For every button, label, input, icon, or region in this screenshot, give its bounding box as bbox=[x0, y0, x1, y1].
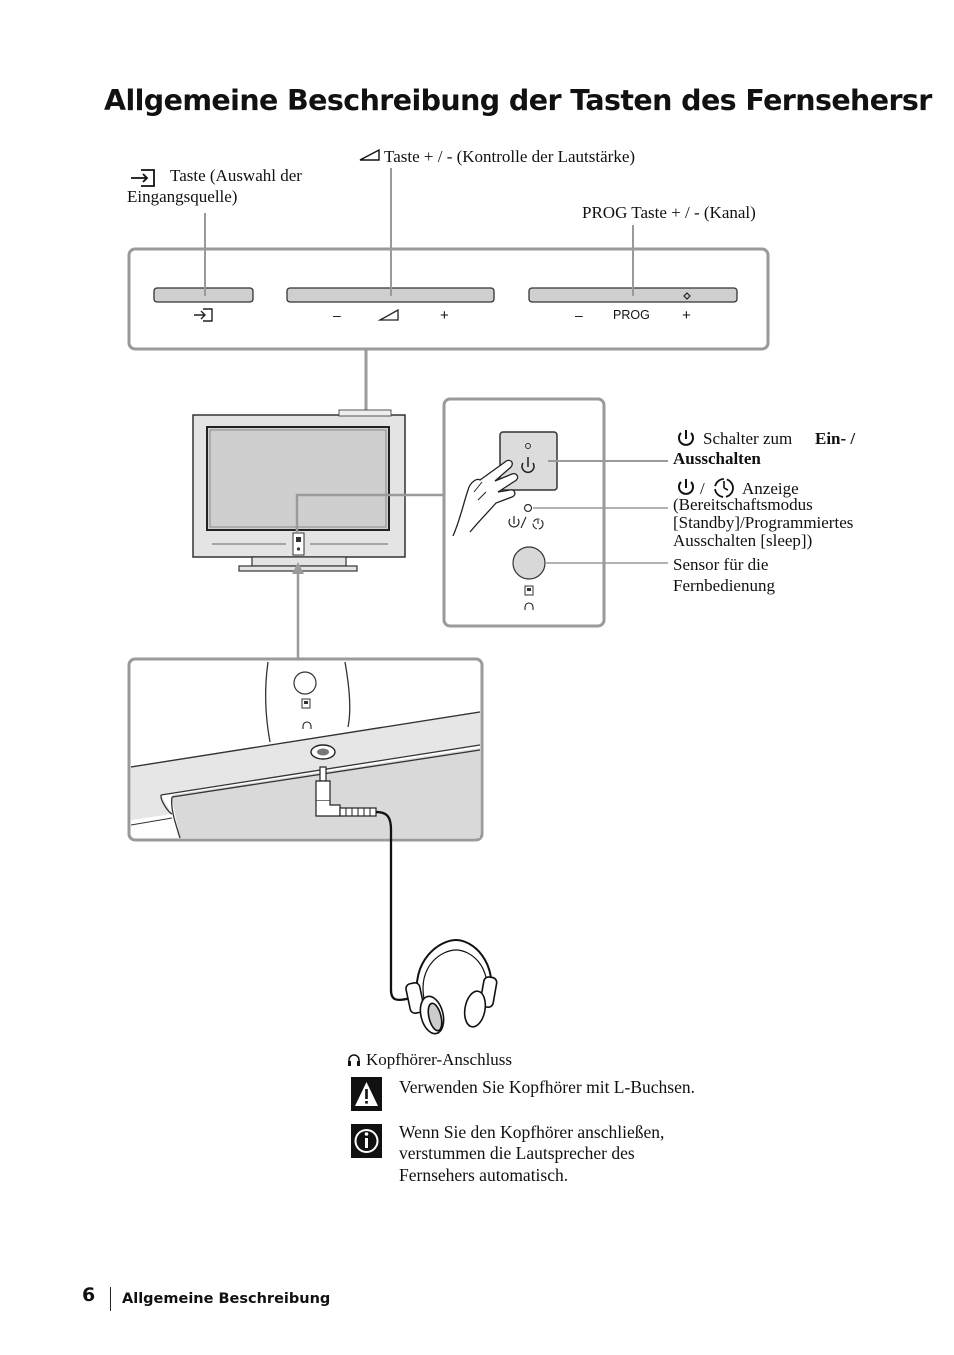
warning-icon bbox=[351, 1077, 382, 1111]
power-icon bbox=[678, 430, 694, 446]
indicator-label-line3: [Standby]/Programmiertes bbox=[673, 513, 854, 532]
indicator-label-line4: Ausschalten [sleep]) bbox=[673, 531, 813, 550]
headphones-illustration bbox=[405, 938, 498, 1035]
power-switch-label-bold1: Ein- / bbox=[815, 429, 856, 448]
panel-input-icon bbox=[194, 308, 213, 322]
prog-plus-mark: + bbox=[682, 307, 691, 324]
power-icon-small bbox=[678, 479, 694, 495]
sensor-label-line2: Fernbedienung bbox=[673, 576, 775, 595]
prog-minus-mark: – bbox=[575, 307, 583, 323]
prog-button-label: PROG Taste + / - (Kanal) bbox=[582, 203, 756, 222]
power-switch-label: Schalter zum bbox=[703, 429, 793, 448]
headphone-detail-panel bbox=[127, 657, 484, 842]
info-note-line1: Wenn Sie den Kopfhörer anschließen, bbox=[399, 1122, 665, 1142]
headphone-icon bbox=[348, 1054, 360, 1066]
headphone-jack-label: Kopfhörer-Anschluss bbox=[366, 1050, 513, 1069]
panel-volume-icon bbox=[377, 308, 399, 321]
input-button-label-line2: Eingangsquelle) bbox=[127, 187, 238, 206]
control-panel bbox=[127, 247, 770, 351]
volume-button-label: Taste + / - (Kontrolle der Lautstärke) bbox=[384, 147, 636, 166]
indicator-label-line2: (Bereitschaftsmodus bbox=[673, 495, 813, 514]
input-button-label-line1: Taste (Auswahl der bbox=[170, 166, 302, 185]
volume-plus-mark: + bbox=[440, 307, 449, 324]
warning-note: Verwenden Sie Kopfhörer mit L-Buchsen. bbox=[399, 1077, 695, 1097]
indicator-slash: / bbox=[700, 479, 705, 498]
footer-divider bbox=[110, 1287, 111, 1311]
footer-section-title: Allgemeine Beschreibung bbox=[122, 1291, 331, 1307]
volume-icon bbox=[359, 148, 380, 161]
input-icon bbox=[131, 169, 155, 187]
input-select-button bbox=[153, 287, 254, 303]
info-icon bbox=[351, 1124, 382, 1158]
prog-mark: PROG bbox=[613, 308, 650, 322]
hand-illustration bbox=[452, 459, 519, 537]
info-note-line2: verstummen die Lautsprecher des bbox=[399, 1143, 635, 1163]
page-title: Allgemeine Beschreibung der Tasten des F… bbox=[104, 84, 932, 117]
volume-minus-mark: – bbox=[333, 307, 341, 323]
standby-timer-icon bbox=[714, 478, 734, 498]
power-detail-panel bbox=[442, 397, 606, 628]
tv-set bbox=[192, 409, 406, 572]
page-number: 6 bbox=[82, 1284, 96, 1306]
indicator-label-line1: Anzeige bbox=[742, 479, 799, 498]
power-switch-label-bold2: Ausschalten bbox=[673, 449, 761, 468]
info-note-line3: Fernsehers automatisch. bbox=[399, 1165, 569, 1185]
sensor-label-line1: Sensor für die bbox=[673, 555, 769, 574]
